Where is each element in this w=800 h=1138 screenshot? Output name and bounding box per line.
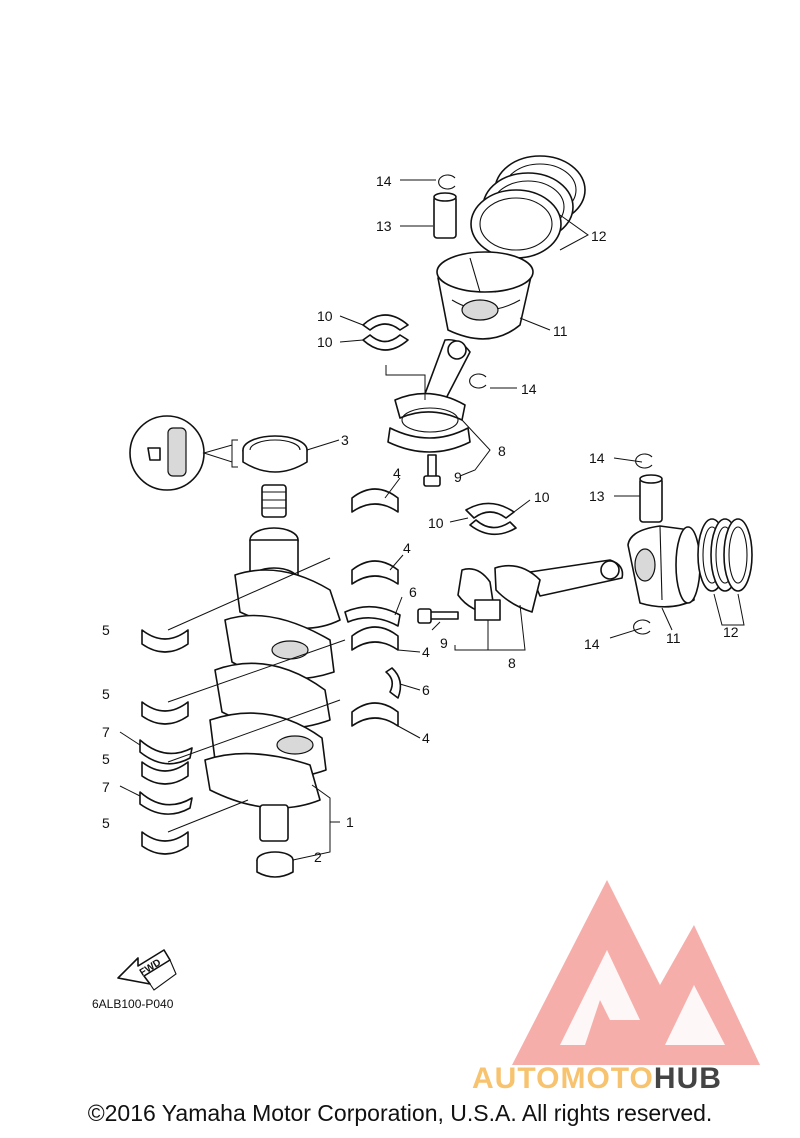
thrust-washer-6a <box>344 605 401 627</box>
callout-11: 11 <box>553 323 568 339</box>
bearing-5c <box>141 761 189 785</box>
callout-6: 6 <box>422 682 430 698</box>
piston-rings-lower <box>697 518 753 592</box>
bearing-lower-10 <box>465 502 517 536</box>
callout-5: 5 <box>102 622 110 638</box>
callout-6: 6 <box>409 584 417 600</box>
bearing-upper-10 <box>362 314 409 351</box>
crankshaft <box>204 484 341 842</box>
watermark-text-part1: AUTOMOTO <box>472 1062 654 1095</box>
circlip-upper-top <box>438 174 456 190</box>
callout-13: 13 <box>376 218 392 234</box>
piston-upper <box>436 251 534 340</box>
callout-5: 5 <box>102 751 110 767</box>
piston-lower <box>627 525 701 608</box>
copyright-notice: ©2016 Yamaha Motor Corporation, U.S.A. A… <box>87 1100 713 1126</box>
callout-9: 9 <box>454 469 462 485</box>
watermark-text-part2: HUB <box>654 1062 722 1095</box>
callout-4: 4 <box>422 730 430 746</box>
connecting-rod-upper <box>387 338 471 453</box>
callout-8: 8 <box>508 655 516 671</box>
callout-4: 4 <box>422 644 430 660</box>
callout-12: 12 <box>591 228 607 244</box>
callout-13: 13 <box>589 488 605 504</box>
callout-8: 8 <box>498 443 506 459</box>
conrod-bolt-upper <box>423 454 441 487</box>
thrust-bearing-7a <box>139 739 193 765</box>
callout-4: 4 <box>393 465 401 481</box>
callout-10: 10 <box>534 489 550 505</box>
callout-4: 4 <box>403 540 411 556</box>
svg-text:AUTOMOTOHUB: AUTOMOTOHUB <box>472 1062 722 1095</box>
callout-14: 14 <box>376 173 392 189</box>
callout-3: 3 <box>341 432 349 448</box>
crank-bushing <box>256 851 294 878</box>
main-bearing-4a <box>351 488 399 513</box>
crankshaft-piston-exploded-diagram: AUTOMOTOHUB <box>92 155 760 1095</box>
callout-7: 7 <box>102 779 110 795</box>
callout-9: 9 <box>440 635 448 651</box>
watermark-triangle-inner <box>560 950 640 1045</box>
callout-14: 14 <box>521 381 537 397</box>
callout-7: 7 <box>102 724 110 740</box>
callout-10: 10 <box>317 308 333 324</box>
piston-rings-upper <box>470 155 586 259</box>
callout-10: 10 <box>317 334 333 350</box>
circlip-upper-bottom <box>469 373 487 389</box>
connecting-rod-lower <box>457 559 624 621</box>
callout-12: 12 <box>723 624 739 640</box>
watermark-triangle-outer <box>512 880 760 1065</box>
callout-1: 1 <box>346 814 354 830</box>
callout-5: 5 <box>102 815 110 831</box>
watermark-triangle-cut <box>665 985 725 1045</box>
main-bearing-4b <box>351 560 399 585</box>
main-bearing-4d <box>351 702 399 727</box>
callout-5: 5 <box>102 686 110 702</box>
thrust-bearing-7b <box>139 791 193 815</box>
piston-pin-upper <box>433 192 457 239</box>
leader-lines <box>119 179 745 861</box>
bearing-5b <box>141 701 189 725</box>
callout-2: 2 <box>314 849 322 865</box>
thrust-washer-6b <box>385 667 402 699</box>
seal-detail-circle <box>129 415 238 491</box>
diagram-code: 6ALB100-P040 <box>92 997 174 1011</box>
callout-14: 14 <box>589 450 605 466</box>
watermark-logo: AUTOMOTOHUB <box>472 880 760 1095</box>
fwd-arrow: FWD <box>117 949 177 991</box>
oil-seal <box>242 435 308 473</box>
callout-11: 11 <box>666 630 681 646</box>
bearing-5a <box>141 629 189 653</box>
callout-10: 10 <box>428 515 444 531</box>
main-bearing-4c <box>351 626 399 651</box>
piston-pin-lower <box>639 474 663 523</box>
callout-14: 14 <box>584 636 600 652</box>
circlip-lower-bottom <box>633 619 651 635</box>
bearing-5d <box>141 831 189 855</box>
conrod-bolt-lower <box>417 608 459 624</box>
